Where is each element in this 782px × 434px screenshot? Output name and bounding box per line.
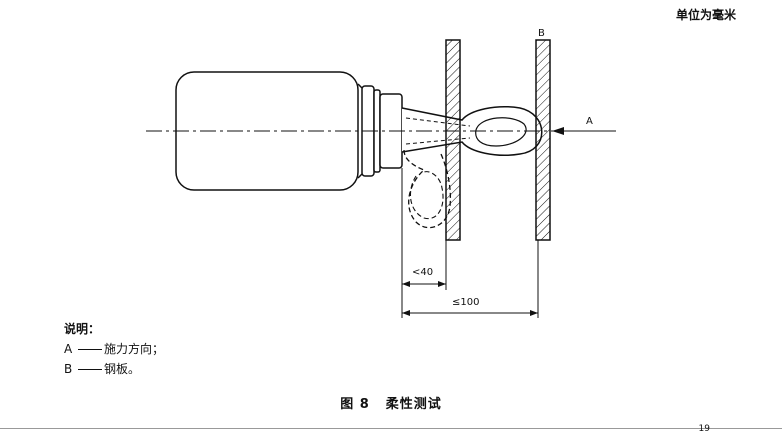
nipple-drooped-inner <box>409 171 444 220</box>
dim-label-small: <40 <box>412 267 433 278</box>
dim-small-arrow-left <box>402 281 410 287</box>
page-bottom-rule <box>0 428 782 429</box>
legend-key: A <box>64 342 73 356</box>
figure-number: 图 8 <box>340 397 370 412</box>
dim-large-arrow-right <box>530 310 538 316</box>
unit-note: 单位为毫米 <box>675 8 736 22</box>
force-arrow-head <box>552 127 564 135</box>
legend-key: B <box>64 362 73 376</box>
legend-dash <box>78 369 102 370</box>
legend-text: 施力方向； <box>104 342 165 356</box>
legend-item: B 钢板。 <box>64 359 164 379</box>
legend-item: A 施力方向； <box>64 339 164 359</box>
dim-label-large: ≤100 <box>452 297 479 308</box>
label-A: A <box>586 116 593 127</box>
legend-dash <box>78 349 102 350</box>
nipple-drooped <box>403 149 452 229</box>
nipple-pressed-inner <box>475 117 527 147</box>
steel-plate-left <box>445 39 461 241</box>
legend: 说明： A 施力方向； B 钢板。 <box>64 319 164 379</box>
dim-small-arrow-right <box>438 281 446 287</box>
legend-heading: 说明： <box>64 322 101 336</box>
label-B: B <box>538 28 545 39</box>
legend-text: 钢板。 <box>104 362 141 376</box>
nipple-stem-dashed <box>405 117 471 145</box>
steel-plate-right <box>535 39 551 241</box>
figure-caption: 图 8 柔性测试 <box>0 393 782 412</box>
figure-title: 柔性测试 <box>385 397 442 412</box>
page-number: 19 <box>698 424 710 434</box>
dim-large-arrow-left <box>402 310 410 316</box>
